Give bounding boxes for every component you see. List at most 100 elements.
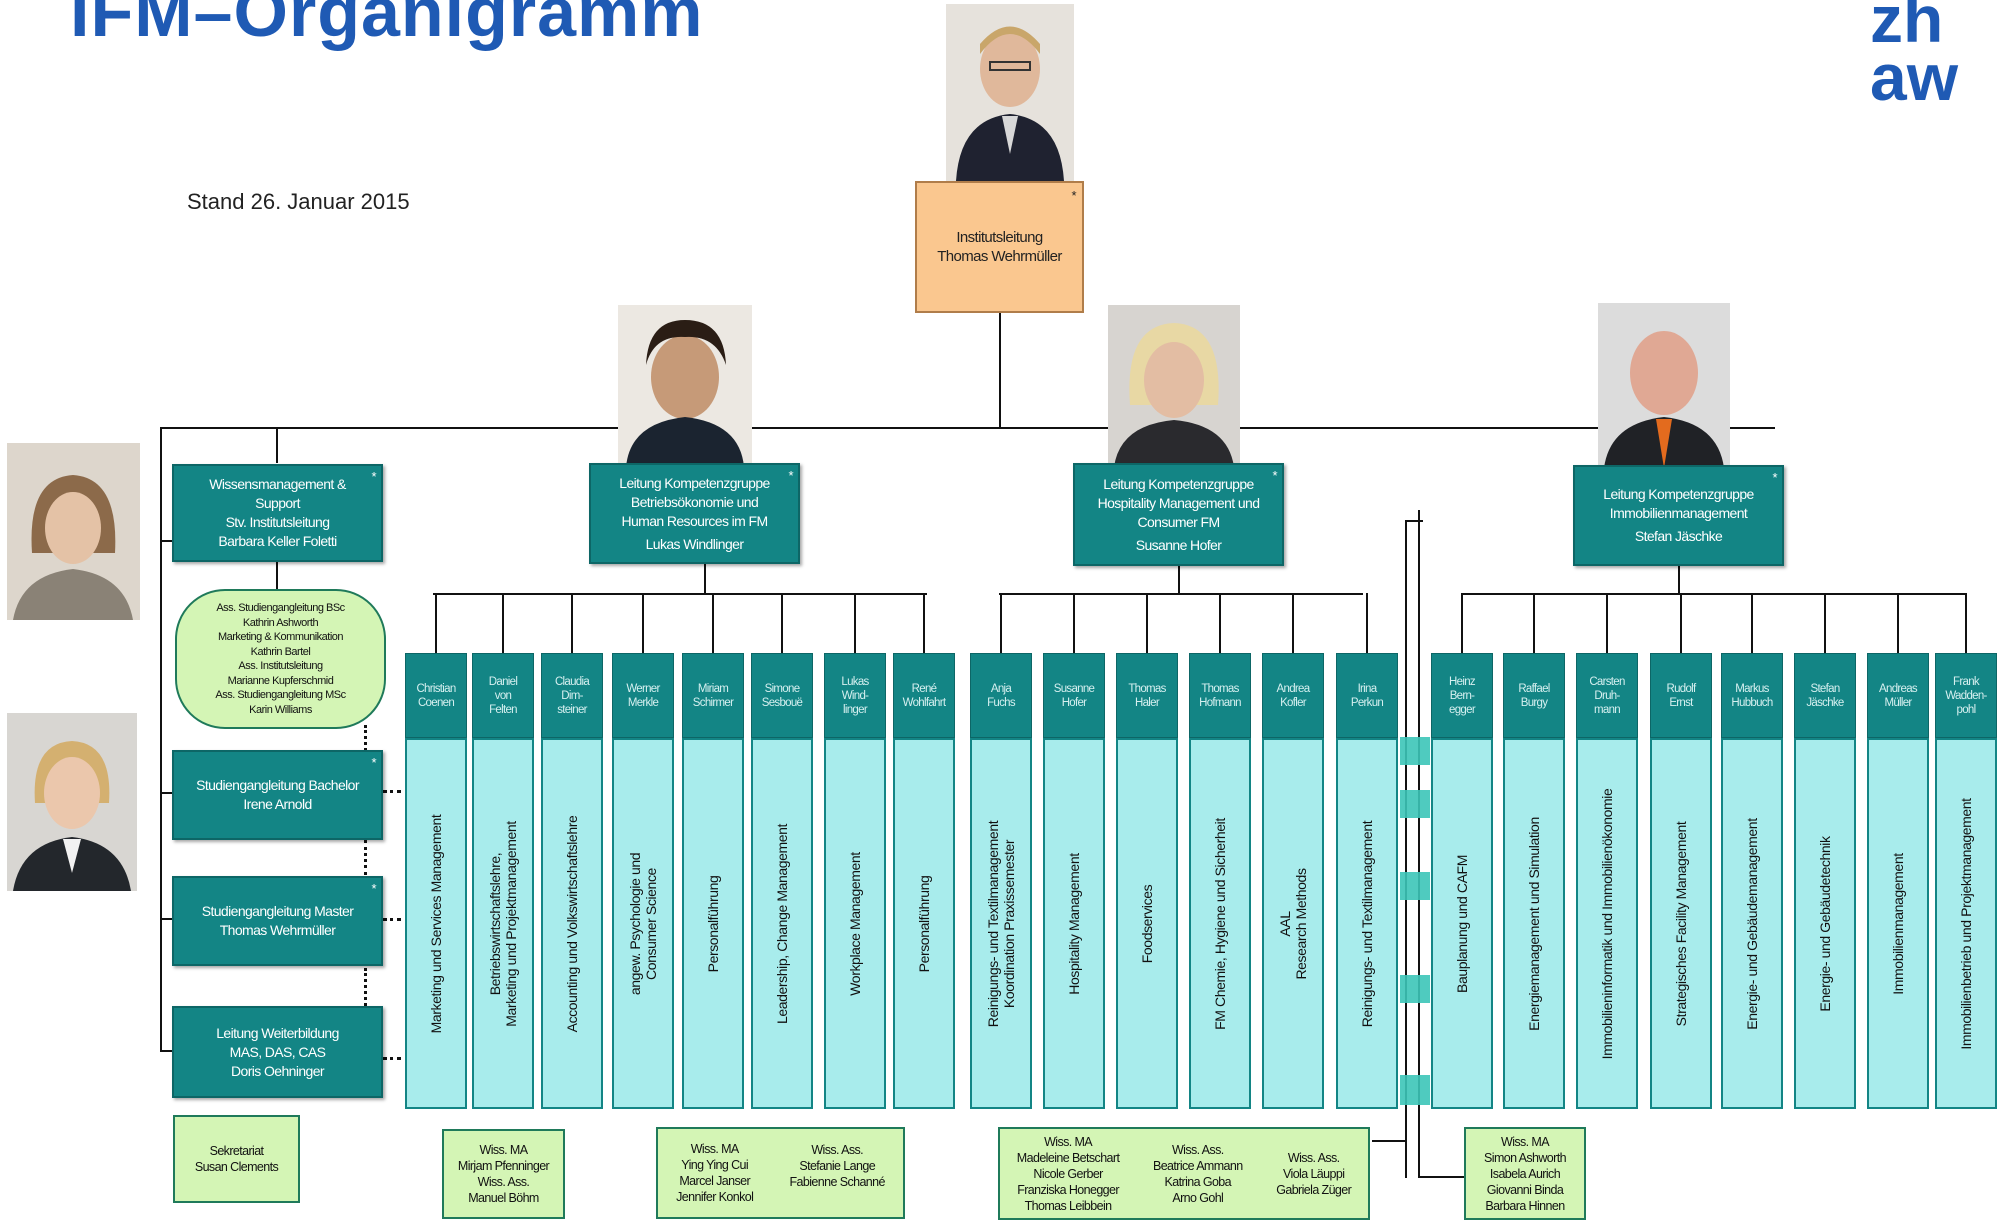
secretariat-box: Sekretariat Susan Clements xyxy=(173,1115,300,1203)
support-box-knowledge: * Wissensmanagement & Support Stv. Insti… xyxy=(172,464,383,562)
member-name-line: Frank xyxy=(1953,675,1980,688)
member-name-line: Anja xyxy=(990,682,1012,695)
member-topic: Personalführung xyxy=(916,875,932,972)
member-topic-column: Energie- und Gebäudemanagement xyxy=(1721,738,1783,1109)
connector-line xyxy=(1405,520,1407,1178)
head-name: Thomas Wehrmüller xyxy=(937,248,1062,265)
member-topic: FM Chemie, Hygiene und Sicherheit xyxy=(1212,818,1228,1030)
member-name-line: egger xyxy=(1449,703,1476,716)
member-name-line: Werner xyxy=(626,682,660,695)
member-topic-line: AAL xyxy=(1277,910,1293,937)
logo-line2: aw xyxy=(1870,40,1959,114)
portrait-support2-icon xyxy=(7,713,137,891)
connector-line xyxy=(1418,1176,1466,1178)
band xyxy=(1400,975,1430,1003)
member-topic-line: Accounting und Volkswirtschaftslehre xyxy=(564,815,580,1032)
connector-line xyxy=(1680,593,1682,653)
member-name-line: Heinz xyxy=(1449,675,1476,688)
member-topic: Immobilienmanagement xyxy=(1890,853,1906,994)
member-name-line: Perkun xyxy=(1350,696,1384,709)
connector-line xyxy=(160,792,172,794)
member-topic: Bauplanung und CAFM xyxy=(1454,855,1470,993)
connector-line xyxy=(1678,565,1680,593)
member-topic-line: Betriebswirtschaftslehre, xyxy=(487,852,503,995)
group-box-hospitality: * Leitung Kompetenzgruppe Hospitality Ma… xyxy=(1073,463,1284,566)
connector-line xyxy=(704,563,706,593)
member-name-line: von xyxy=(494,689,512,702)
member-topic: Energie- und Gebäudemanagement xyxy=(1744,818,1760,1029)
member-name-line: Druh- xyxy=(1594,689,1620,702)
member-name-line: René xyxy=(911,682,937,695)
member-topic-column: Personalführung xyxy=(893,738,955,1109)
member-name-line: Simone xyxy=(764,682,800,695)
member-topic-column: FM Chemie, Hygiene und Sicherheit xyxy=(1189,738,1251,1109)
member-name-line: Claudia xyxy=(554,675,590,688)
portrait-head-icon xyxy=(946,4,1074,181)
dotted-line xyxy=(383,790,401,793)
staff-box-4: Wiss. MA Simon Ashworth Isabela Aurich G… xyxy=(1464,1127,1586,1220)
member-name-line: Thomas xyxy=(1201,682,1239,695)
member-topic-column: Immobilieninformatik und Immobilienökono… xyxy=(1576,738,1638,1109)
support-box-master: * Studiengangleitung Master Thomas Wehrm… xyxy=(172,876,383,966)
member-topic-line: Bauplanung und CAFM xyxy=(1454,854,1470,993)
member-topic: Immobilieninformatik und Immobilienökono… xyxy=(1599,788,1615,1059)
staff-box-1: Wiss. MA Mirjam Pfenninger Wiss. Ass. Ma… xyxy=(442,1129,565,1219)
member-name-line: mann xyxy=(1594,703,1621,716)
member-topic-line: Immobilieninformatik und Immobilienökono… xyxy=(1599,788,1615,1059)
member-name-line: Andrea xyxy=(1276,682,1311,695)
band xyxy=(1400,737,1430,765)
member-topic-column: Reinigungs- und Textilmanagement xyxy=(1336,738,1398,1109)
member-topic-column: Energie- und Gebäudetechnik xyxy=(1794,738,1856,1109)
member-name-line: Wadden- xyxy=(1945,689,1987,702)
connector-line xyxy=(1146,593,1148,653)
member-topic-line: Strategisches Facility Management xyxy=(1673,821,1689,1026)
connector-line xyxy=(1405,520,1423,522)
member-name-line: linger xyxy=(843,703,868,716)
connector-line xyxy=(160,427,1775,429)
member-name-line: Miriam xyxy=(697,682,729,695)
connector-line xyxy=(781,593,783,653)
connector-line xyxy=(276,561,278,589)
connector-line xyxy=(1219,593,1221,653)
member-name-line: Schirmer xyxy=(692,696,734,709)
member-topic-line: Leadership, Change Management xyxy=(774,823,790,1024)
member-name-line: Wind- xyxy=(841,689,869,702)
band xyxy=(1400,790,1430,818)
staff-box-2: Wiss. MA Ying Ying Cui Marcel Janser Jen… xyxy=(656,1127,905,1219)
member-topic-line: Marketing und Services Management xyxy=(428,814,444,1033)
member-name-line: Fuchs xyxy=(987,696,1016,709)
dotted-line xyxy=(383,918,401,921)
member-name-line: pohl xyxy=(1956,703,1977,716)
connector-line xyxy=(923,593,925,653)
member-name-line: Wohlfahrt xyxy=(902,696,946,709)
connector-line xyxy=(160,540,172,542)
member-name-line: Hofer xyxy=(1061,696,1087,709)
member-name-line: Dim- xyxy=(561,689,583,702)
connector-line xyxy=(1178,565,1180,593)
connector-line xyxy=(160,918,172,920)
connector-line xyxy=(1073,593,1075,653)
connector-line xyxy=(1824,593,1826,653)
page-title: IFM – Organigramm xyxy=(70,0,704,52)
member-topic-line: Marketing und Projektmanagement xyxy=(503,820,519,1027)
member-topic: Leadership, Change Management xyxy=(774,823,790,1023)
member-name-line: Müller xyxy=(1884,696,1912,709)
portrait-group1-icon xyxy=(618,305,752,467)
member-topic-line: Personalführung xyxy=(916,875,932,972)
dotted-line xyxy=(364,840,367,875)
dotted-line xyxy=(364,725,367,757)
member-name-line: Stefan xyxy=(1810,682,1840,695)
connector-line xyxy=(1461,593,1463,653)
